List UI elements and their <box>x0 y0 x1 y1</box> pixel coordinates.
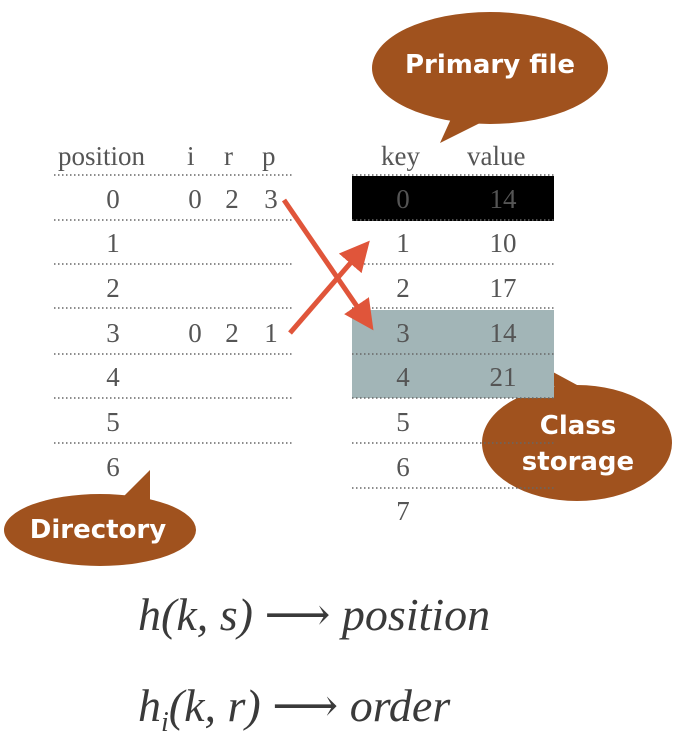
directory-header-position: position <box>58 141 146 171</box>
key-cell: 6 <box>396 452 410 482</box>
directory-position-cell: 3 <box>106 318 120 348</box>
directory-bubble <box>4 470 196 566</box>
primary-file-header-value: value <box>467 141 526 171</box>
formula-order-result: order <box>349 680 451 731</box>
formula-order-args: (k, r) <box>168 680 261 731</box>
formula-position-func: h <box>138 589 161 640</box>
directory-header-i: i <box>187 141 195 171</box>
directory-header-p: p <box>262 141 276 171</box>
key-cell: 4 <box>396 362 410 392</box>
class-storage-label-line1: Class <box>539 411 617 441</box>
primary-file-label: Primary file <box>404 50 576 80</box>
formula-position: h(k, s) ⟶ position <box>138 587 490 641</box>
directory-label: Directory <box>29 515 167 545</box>
key-cell: 5 <box>396 407 410 437</box>
directory-row-lines <box>54 174 292 444</box>
formula-position-arrow: ⟶ <box>264 589 331 640</box>
key-cell: 7 <box>396 496 410 526</box>
directory-position-cell: 5 <box>106 407 120 437</box>
directory-p-cell: 1 <box>264 318 278 348</box>
key-cell: 0 <box>396 184 410 214</box>
formula-position-args: (k, s) <box>161 589 253 640</box>
primary-file-header-key: key <box>381 141 420 171</box>
directory-position-cell: 6 <box>106 452 120 482</box>
directory-position-cell: 1 <box>106 228 120 258</box>
directory-r-cell: 2 <box>225 184 239 214</box>
value-cell: 14 <box>489 184 517 214</box>
directory-position-cell: 4 <box>106 362 120 392</box>
formula-order-func: h <box>138 680 161 731</box>
formula-order-sub: i <box>161 707 169 739</box>
class-storage-label-line2: storage <box>521 447 635 477</box>
pointer-arrow-0-to-3 <box>281 198 374 331</box>
formula-order-arrow: ⟶ <box>272 680 339 731</box>
value-cell: 17 <box>489 273 517 303</box>
directory-header-r: r <box>224 141 233 171</box>
pointer-arrow-3-to-1 <box>288 240 370 335</box>
formula-position-result: position <box>341 589 491 640</box>
class-storage-label: Class storage <box>490 408 666 480</box>
highlight-row-0 <box>352 176 554 221</box>
directory-position-cell: 2 <box>106 273 120 303</box>
value-cell: 14 <box>489 318 517 348</box>
directory-position-cell: 0 <box>106 184 120 214</box>
value-cell: 10 <box>489 228 517 258</box>
key-cell: 1 <box>396 228 410 258</box>
key-cell: 3 <box>396 318 410 348</box>
directory-i-cell: 0 <box>188 318 202 348</box>
key-cell: 2 <box>396 273 410 303</box>
value-cell: 21 <box>489 362 517 392</box>
directory-r-cell: 2 <box>225 318 239 348</box>
primary-file-row-lines <box>352 174 554 489</box>
primary-file-bubble <box>372 12 608 143</box>
directory-p-cell: 3 <box>264 184 278 214</box>
directory-i-cell: 0 <box>188 184 202 214</box>
formula-order: hi(k, r) ⟶ order <box>138 678 450 739</box>
